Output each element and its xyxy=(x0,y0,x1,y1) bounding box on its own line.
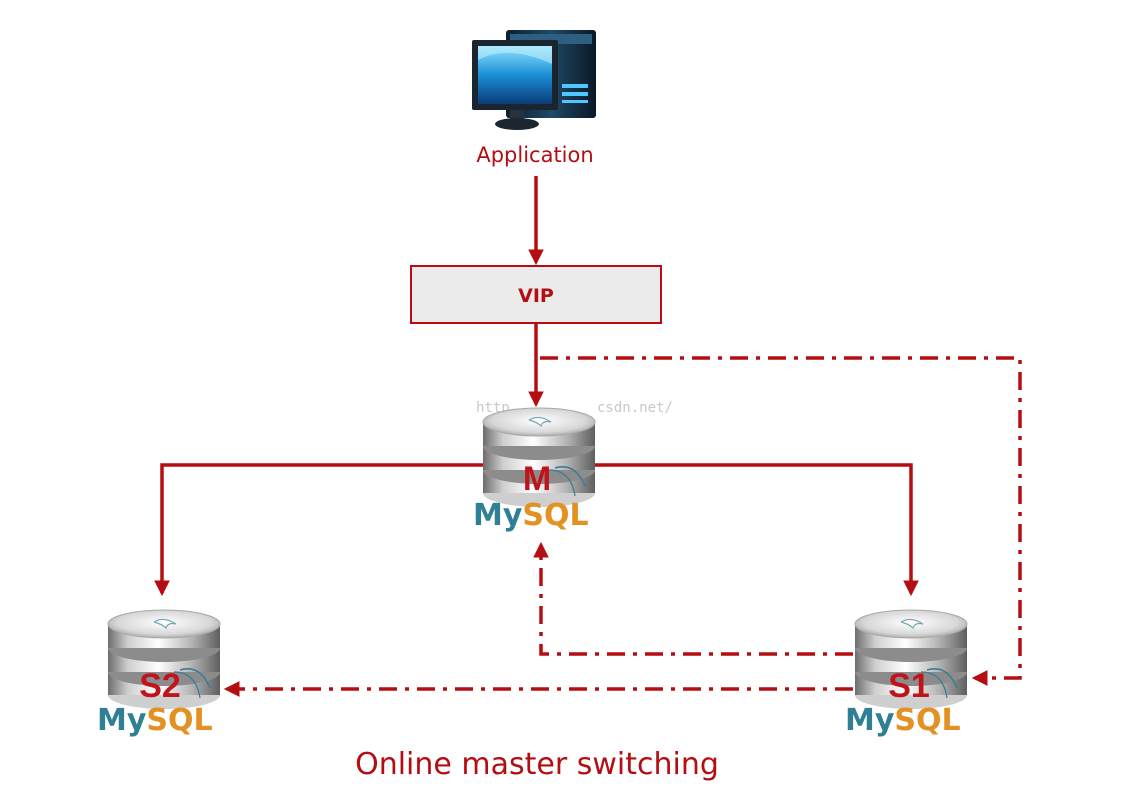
vip-label: VIP xyxy=(518,285,554,307)
mysql-logo: MySQL xyxy=(845,703,961,738)
mysql-logo: MySQL xyxy=(473,498,589,533)
s1-database-node: S1 MySQL xyxy=(845,609,968,738)
s2-database-node: S2 MySQL xyxy=(97,609,221,738)
master-to-s2-arrow xyxy=(154,463,484,597)
s1-label: S1 xyxy=(888,667,930,705)
diagram-caption: Online master switching xyxy=(355,747,719,782)
vip-box xyxy=(410,265,662,324)
s1-to-master-dashed-arrow xyxy=(533,541,853,656)
master-to-s1-arrow xyxy=(593,463,919,597)
master-label: M xyxy=(523,460,551,498)
s2-label: S2 xyxy=(139,667,181,705)
vip-to-s1-dashed-arrow xyxy=(540,356,1022,686)
desktop-computer-icon xyxy=(472,30,596,130)
mysql-logo: MySQL xyxy=(97,703,213,738)
watermark-right: csdn.net/ xyxy=(597,400,673,416)
master-database-node: M MySQL xyxy=(473,407,596,533)
application-label: Application xyxy=(476,143,593,167)
